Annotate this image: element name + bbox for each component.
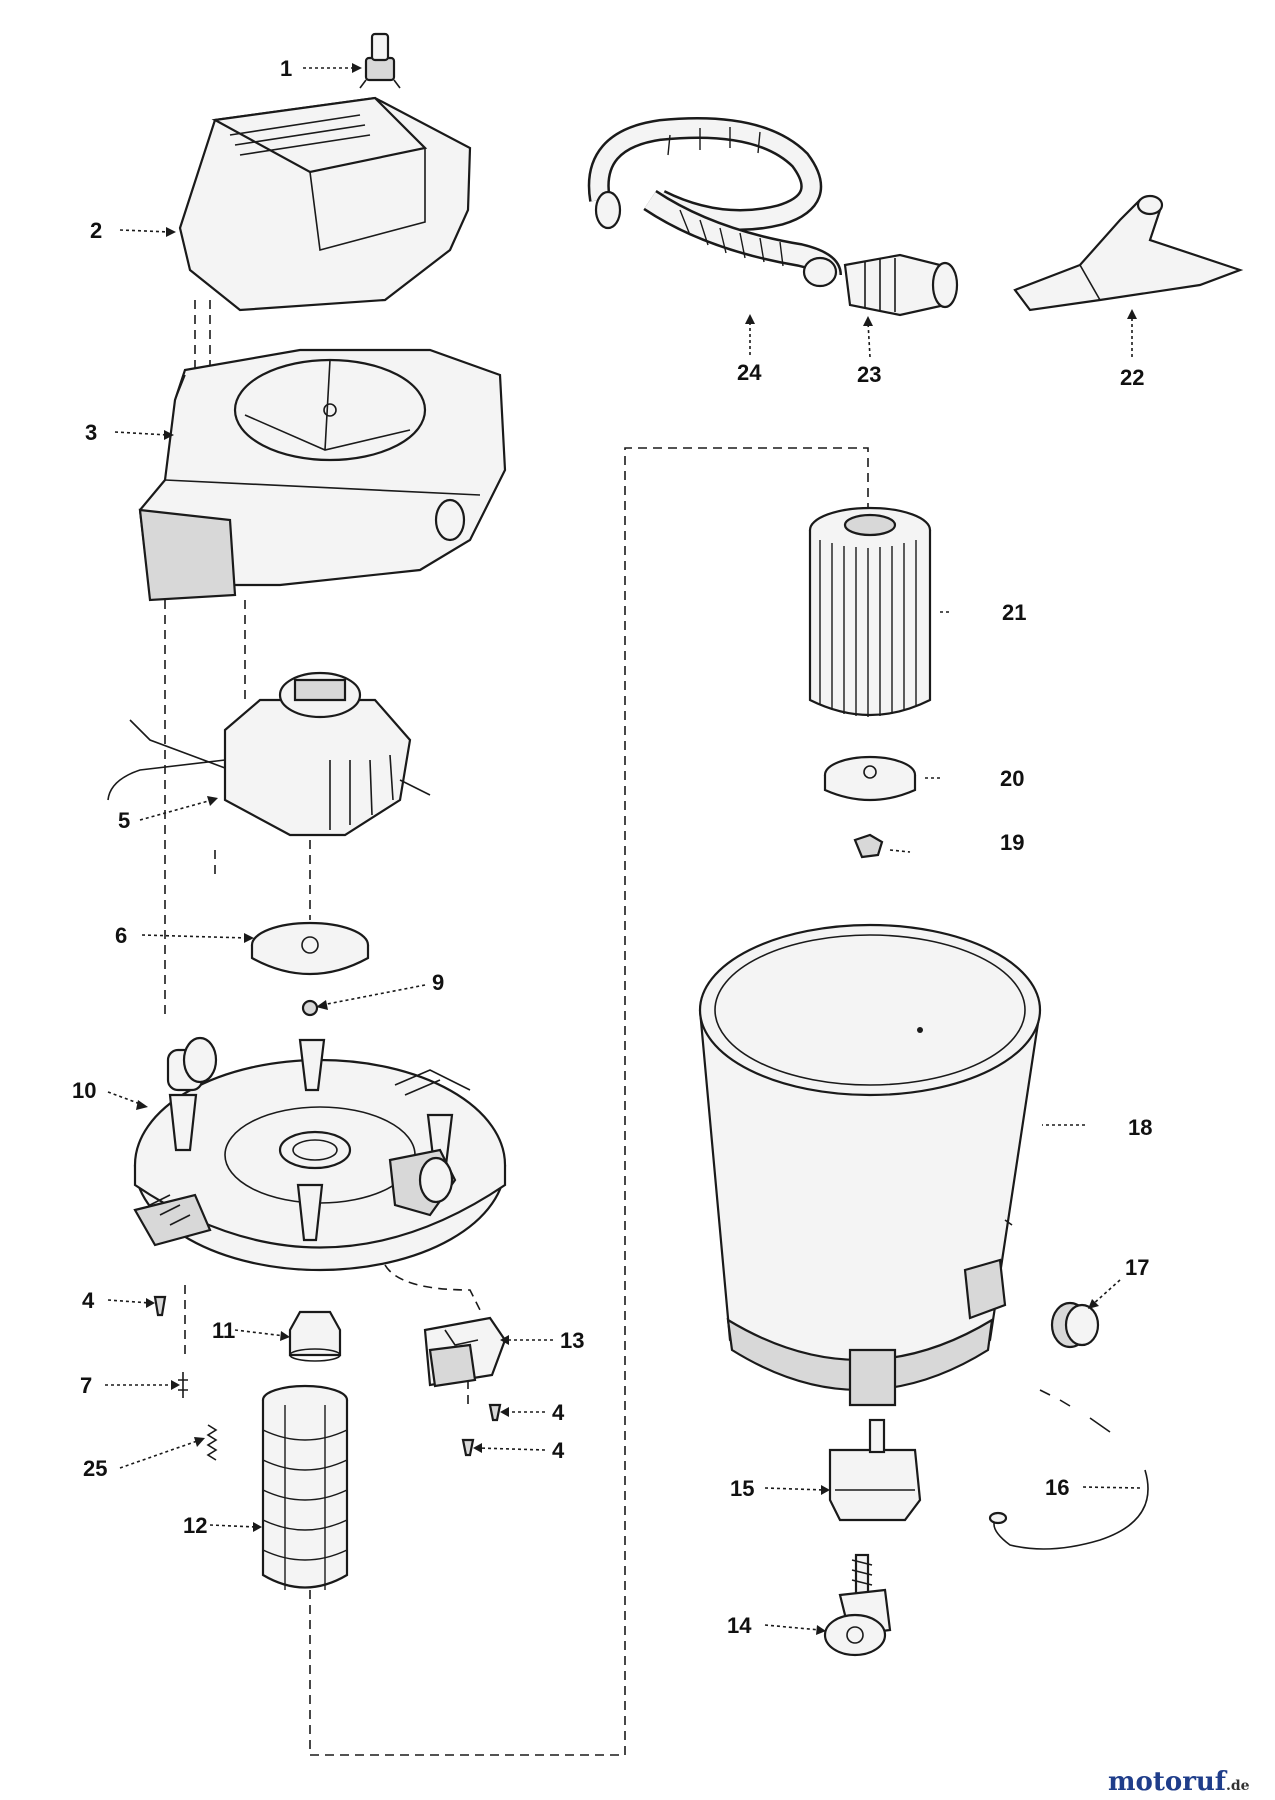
callout-16: 16 bbox=[1045, 1475, 1069, 1500]
callout-labels: 1 2 3 5 6 9 10 4 11 7 25 12 13 4 4 24 23… bbox=[72, 56, 1152, 1638]
part-nut-19 bbox=[853, 833, 884, 859]
part-fan bbox=[250, 921, 370, 976]
callout-17: 17 bbox=[1125, 1255, 1149, 1280]
callout-10: 10 bbox=[72, 1078, 96, 1103]
part-filter-21 bbox=[808, 506, 932, 717]
part-switch bbox=[359, 32, 401, 89]
part-cage-12 bbox=[261, 1384, 349, 1590]
part-motor-cover bbox=[178, 96, 472, 312]
callout-4c: 4 bbox=[552, 1438, 565, 1463]
part-filter-cap-20 bbox=[823, 755, 917, 802]
callout-21: 21 bbox=[1002, 600, 1026, 625]
leader-lines bbox=[105, 63, 1141, 1635]
part-spring-25 bbox=[206, 1424, 218, 1461]
part-lid bbox=[133, 1036, 507, 1272]
callout-1: 1 bbox=[280, 56, 292, 81]
callout-14: 14 bbox=[727, 1613, 752, 1638]
callout-22: 22 bbox=[1120, 365, 1144, 390]
part-nozzle-22 bbox=[1013, 194, 1244, 312]
part-nut-9 bbox=[301, 999, 319, 1017]
callout-13: 13 bbox=[560, 1328, 584, 1353]
callout-2: 2 bbox=[90, 218, 102, 243]
callout-19: 19 bbox=[1000, 830, 1024, 855]
callout-4a: 4 bbox=[82, 1288, 95, 1313]
part-motor bbox=[107, 671, 431, 837]
part-float-11 bbox=[288, 1310, 342, 1362]
callout-4b: 4 bbox=[552, 1400, 565, 1425]
callout-5: 5 bbox=[118, 808, 130, 833]
callout-9: 9 bbox=[432, 970, 444, 995]
part-drain-plug-17 bbox=[1050, 1301, 1100, 1349]
callout-24: 24 bbox=[737, 360, 762, 385]
part-motor-housing bbox=[138, 348, 507, 602]
assembly-guide-lines bbox=[164, 300, 869, 1756]
watermark-text: motoruf.de bbox=[1108, 1767, 1250, 1797]
callout-15: 15 bbox=[730, 1476, 754, 1501]
part-tank-18 bbox=[698, 923, 1042, 1407]
callout-7: 7 bbox=[80, 1373, 92, 1398]
callout-20: 20 bbox=[1000, 766, 1024, 791]
part-clip-7 bbox=[178, 1372, 188, 1398]
callout-6: 6 bbox=[115, 923, 127, 948]
watermark-logo: motoruf.de bbox=[1108, 1767, 1250, 1797]
part-coupling-23 bbox=[843, 253, 959, 317]
callout-12: 12 bbox=[183, 1513, 207, 1538]
callout-18: 18 bbox=[1128, 1115, 1152, 1140]
part-caster-mount-15 bbox=[828, 1418, 922, 1522]
callout-3: 3 bbox=[85, 420, 97, 445]
part-hose-24 bbox=[587, 117, 842, 288]
part-caster-14 bbox=[823, 1553, 892, 1657]
part-flap-13 bbox=[423, 1316, 507, 1388]
callout-23: 23 bbox=[857, 362, 881, 387]
callout-11: 11 bbox=[212, 1318, 235, 1343]
part-cord-16 bbox=[988, 1389, 1149, 1550]
callout-25: 25 bbox=[83, 1456, 107, 1481]
part-screws-4 bbox=[153, 1295, 502, 1457]
